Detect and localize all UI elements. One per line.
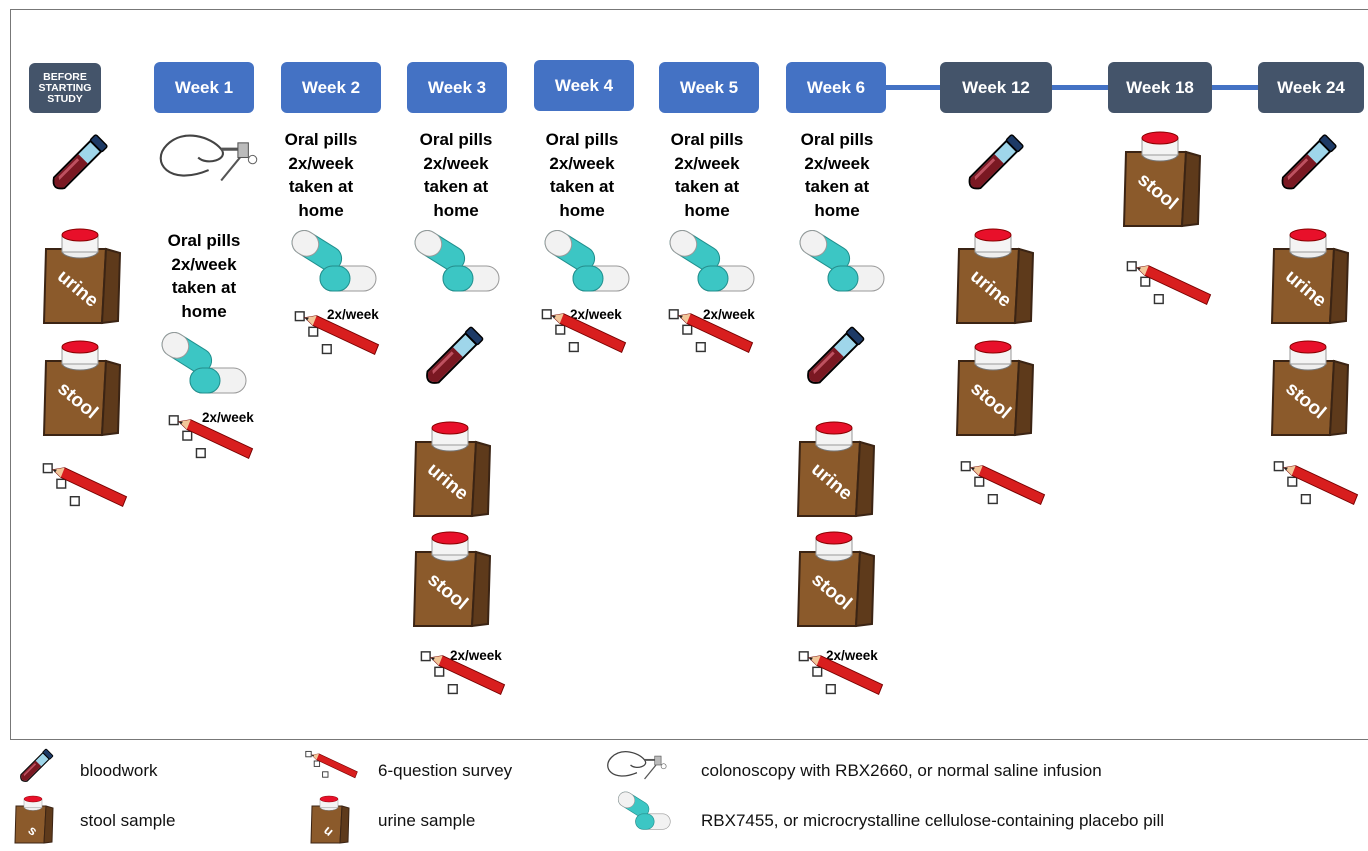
pill-capsules-icon <box>282 228 382 298</box>
legend-pill-label: RBX7455, or microcrystalline cellulose-c… <box>701 811 1165 830</box>
legend-survey-icon <box>300 749 362 785</box>
urine-sample-icon: urine <box>412 418 492 518</box>
survey-frequency-week-4: 2x/week <box>570 307 622 322</box>
legend-colonoscopy-label: colonoscopy with RBX2660, or normal sali… <box>701 761 1102 780</box>
blood-tube-icon <box>1268 128 1343 203</box>
pill-capsules-icon <box>660 228 760 298</box>
blood-tube-icon <box>793 320 871 398</box>
stool-sample-icon: stool <box>42 337 122 437</box>
survey-frequency-week-2: 2x/week <box>327 307 379 322</box>
stool-sample-icon: stool <box>1270 337 1350 437</box>
urine-sample-icon: urine <box>955 225 1035 325</box>
legend-stool-icon: s <box>14 793 54 845</box>
colonoscope-icon <box>148 125 263 190</box>
legend-pill-icon <box>612 790 674 834</box>
survey-pencil-icon <box>286 308 386 366</box>
header-week-24: Week 24 <box>1258 62 1364 113</box>
timeline-connector <box>878 85 944 90</box>
blood-tube-icon <box>39 128 114 203</box>
stool-sample-icon: stool <box>796 528 876 628</box>
header-week-6: Week 6 <box>786 62 886 113</box>
blood-tube-icon <box>955 128 1030 203</box>
pill-capsules-icon <box>405 228 505 298</box>
legend-urine-label: urine sample <box>378 811 476 830</box>
urine-sample-icon: urine <box>1270 225 1350 325</box>
dosing-note-week-4: Oral pills 2x/week taken at home <box>545 130 619 220</box>
legend-stool-label: stool sample <box>80 811 176 830</box>
timeline-connector <box>1050 85 1112 90</box>
survey-pencil-icon <box>660 306 760 364</box>
stool-sample-icon: stool <box>412 528 492 628</box>
stool-sample-icon: stool <box>1122 128 1202 228</box>
survey-pencil-icon <box>790 648 890 706</box>
dosing-note-week-1: Oral pills 2x/week taken at home <box>167 231 241 321</box>
stool-sample-icon: stool <box>955 337 1035 437</box>
survey-pencil-icon <box>34 460 134 518</box>
pill-capsules-icon <box>535 228 635 298</box>
legend-bloodwork-icon <box>12 745 57 790</box>
survey-pencil-icon <box>1265 458 1365 516</box>
urine-sample-icon: urine <box>42 225 122 325</box>
header-week-1: Week 1 <box>154 62 254 113</box>
survey-frequency-week-3: 2x/week <box>450 648 502 663</box>
legend-urine-icon: u <box>310 793 350 845</box>
header-week-18: Week 18 <box>1108 62 1212 113</box>
dosing-note-week-5: Oral pills 2x/week taken at home <box>670 130 744 220</box>
urine-sample-icon: urine <box>796 418 876 518</box>
schedule-frame <box>10 9 1368 740</box>
header-before-study: BEFORE STARTING STUDY <box>29 63 101 113</box>
legend-bloodwork-label: bloodwork <box>80 761 158 780</box>
header-week-4: Week 4 <box>534 60 634 111</box>
survey-pencil-icon <box>952 458 1052 516</box>
legend-colonoscopy-icon <box>600 745 670 785</box>
dosing-note-week-6: Oral pills 2x/week taken at home <box>800 130 874 220</box>
pill-capsules-icon <box>152 330 252 400</box>
header-week-12: Week 12 <box>940 62 1052 113</box>
survey-frequency-week-6: 2x/week <box>826 648 878 663</box>
survey-pencil-icon <box>533 306 633 364</box>
legend-survey-label: 6-question survey <box>378 761 513 780</box>
survey-pencil-icon <box>1118 258 1218 316</box>
survey-pencil-icon <box>412 648 512 706</box>
survey-frequency-week-1: 2x/week <box>202 410 254 425</box>
survey-frequency-week-5: 2x/week <box>703 307 755 322</box>
header-week-5: Week 5 <box>659 62 759 113</box>
header-week-3: Week 3 <box>407 62 507 113</box>
timeline-connector <box>1208 85 1262 90</box>
survey-pencil-icon <box>160 412 260 470</box>
dosing-note-week-2: Oral pills 2x/week taken at home <box>284 130 358 220</box>
dosing-note-week-3: Oral pills 2x/week taken at home <box>419 130 493 220</box>
blood-tube-icon <box>412 320 490 398</box>
header-week-2: Week 2 <box>281 62 381 113</box>
pill-capsules-icon <box>790 228 890 298</box>
